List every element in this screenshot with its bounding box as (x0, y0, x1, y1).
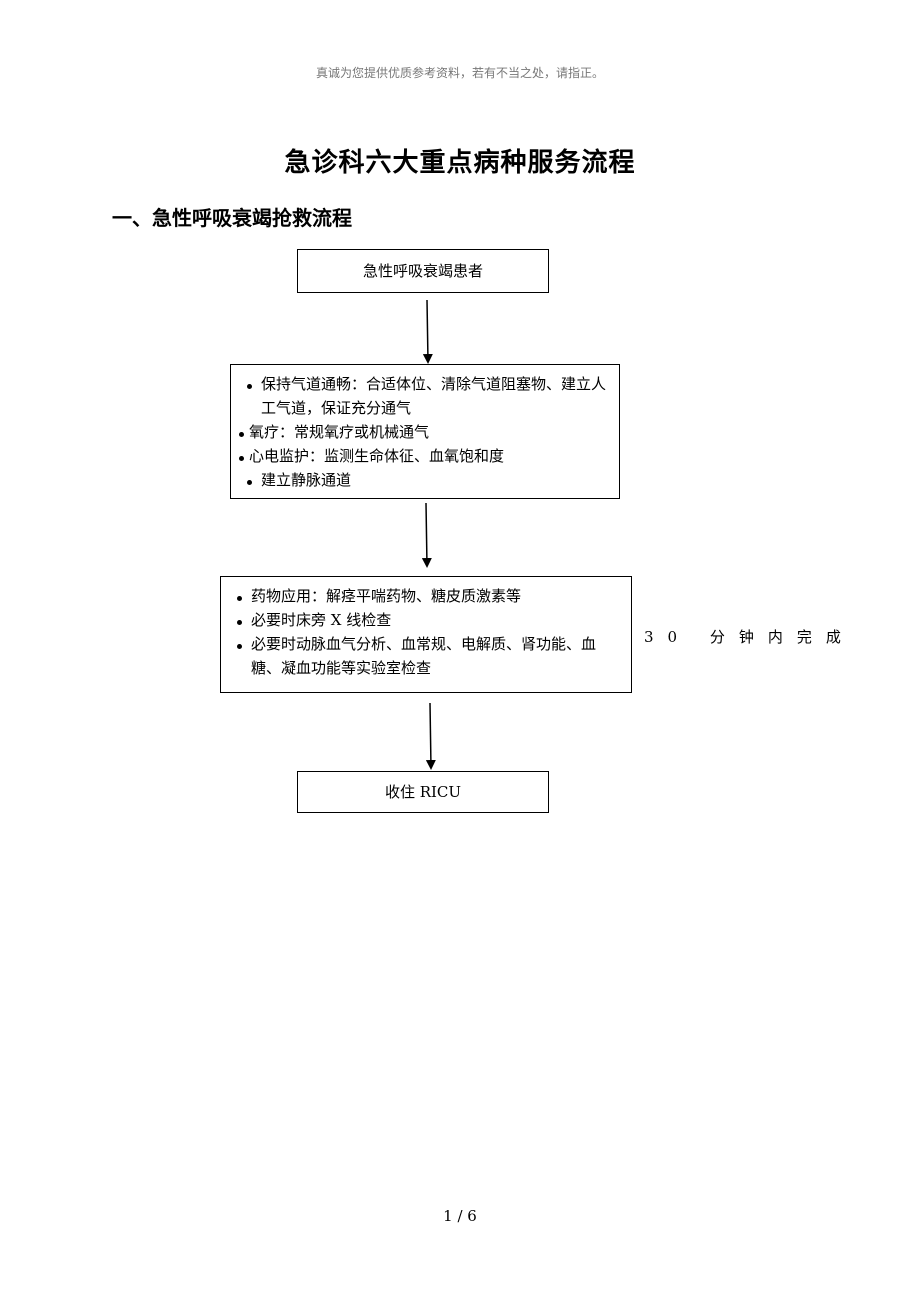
list-item: 心电监护：监测生命体征、血氧饱和度 (235, 444, 613, 468)
list-item: 药物应用：解痉平喘药物、糖皮质激素等 (225, 584, 609, 608)
list-item: 保持气道通畅：合适体位、清除气道阻塞物、建立人工气道，保证充分通气 (235, 372, 613, 420)
arrow-2 (421, 502, 432, 568)
header-note: 真诚为您提供优质参考资料，若有不当之处，请指正。 (315, 66, 604, 80)
list-item: 氧疗：常规氧疗或机械通气 (235, 420, 613, 444)
flow-step-patient: 急性呼吸衰竭患者 (297, 249, 549, 293)
treatment-list: 药物应用：解痉平喘药物、糖皮质激素等 必要时床旁 X 线检查 必要时动脉血气分析… (225, 584, 609, 680)
arrow-1 (422, 299, 433, 364)
flow-step-initial-care: 保持气道通畅：合适体位、清除气道阻塞物、建立人工气道，保证充分通气 氧疗：常规氧… (230, 364, 620, 499)
flow-step-admit: 收住 RICU (297, 771, 549, 813)
list-item: 建立静脉通道 (235, 468, 613, 492)
arrow-3 (425, 702, 436, 770)
section-title: 一、急性呼吸衰竭抢救流程 (112, 206, 352, 230)
list-item: 必要时床旁 X 线检查 (225, 608, 609, 632)
flow-step-patient-label: 急性呼吸衰竭患者 (362, 262, 483, 280)
page-number: 1 / 6 (443, 1207, 477, 1225)
flow-step-admit-label: 收住 RICU (384, 783, 462, 801)
initial-care-list: 保持气道通畅：合适体位、清除气道阻塞物、建立人工气道，保证充分通气 氧疗：常规氧… (235, 372, 613, 492)
time-note: 30 分钟内完成 (644, 628, 855, 646)
document-title: 急诊科六大重点病种服务流程 (284, 148, 636, 178)
flow-step-treatment: 药物应用：解痉平喘药物、糖皮质激素等 必要时床旁 X 线检查 必要时动脉血气分析… (220, 576, 632, 693)
list-item: 必要时动脉血气分析、血常规、电解质、肾功能、血糖、凝血功能等实验室检查 (225, 632, 609, 680)
